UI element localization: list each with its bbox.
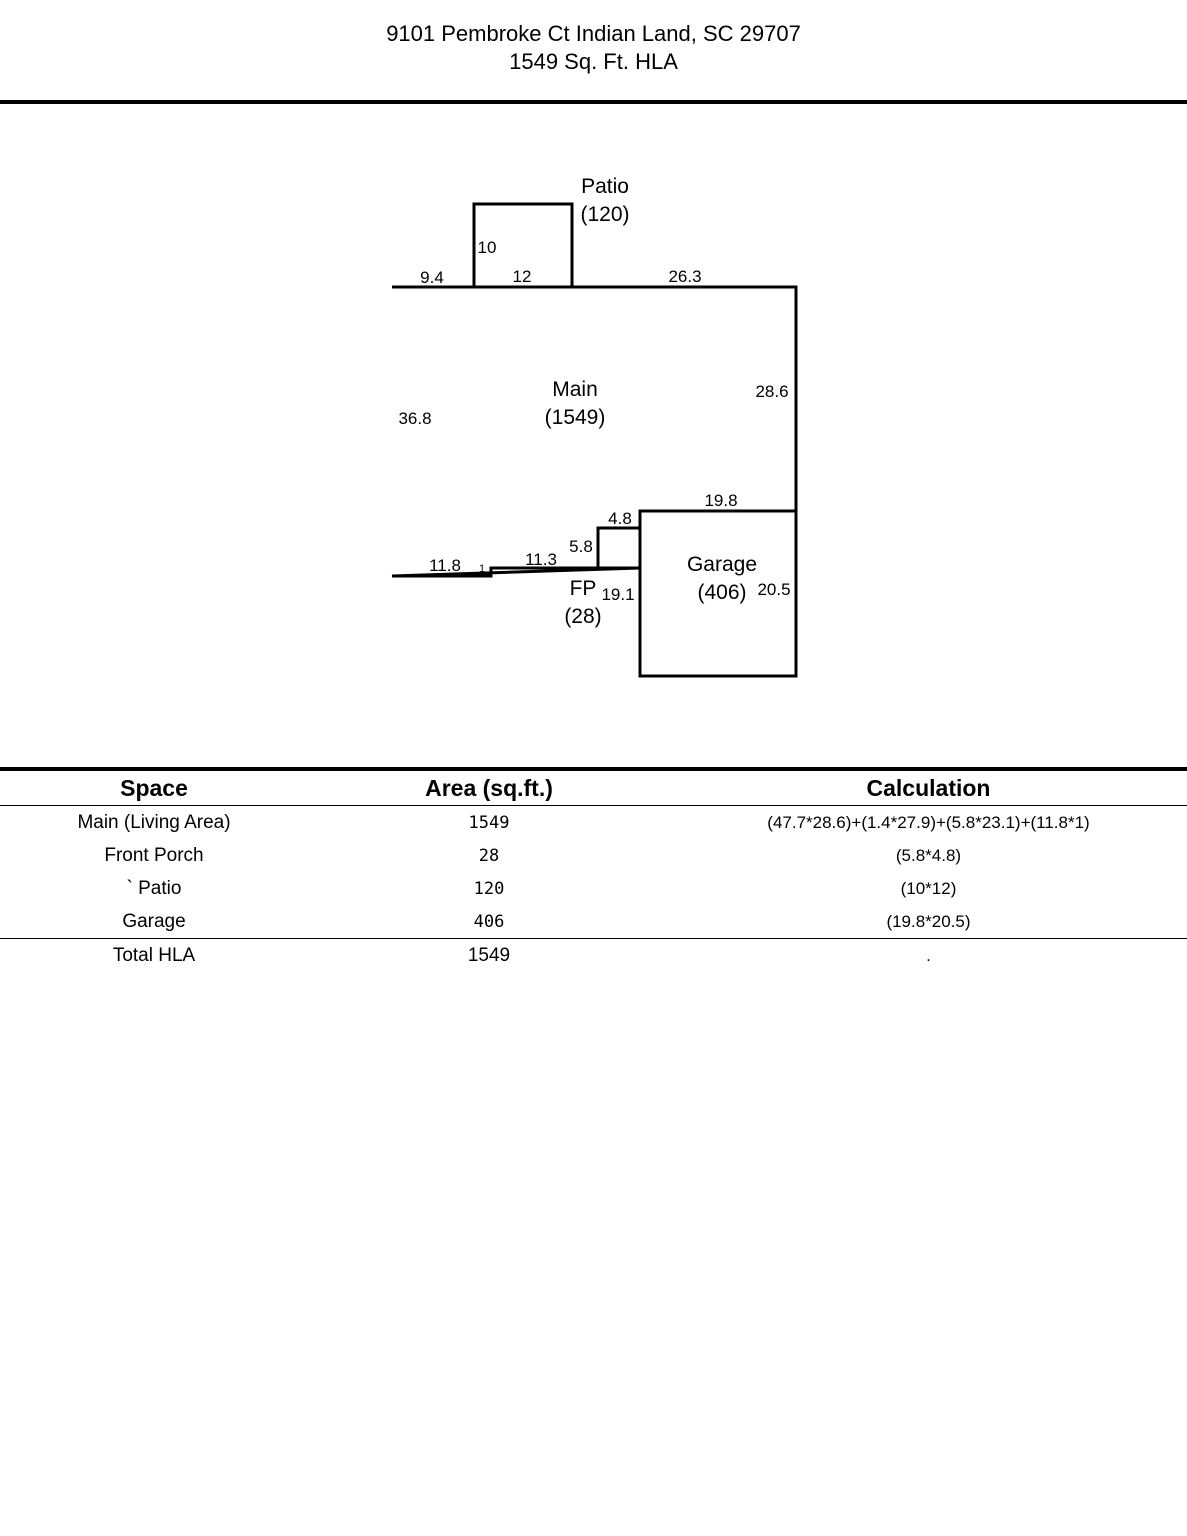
main-outline — [391, 285, 798, 578]
dimension-label: 20.5 — [757, 580, 790, 599]
space-cell: Main (Living Area) — [77, 811, 231, 833]
garage-label: Garage — [687, 553, 757, 576]
table-row: Garage 406 (19.8*20.5) — [0, 905, 1187, 939]
area-cell: 1549 — [468, 812, 510, 833]
table-row: Front Porch 28 (5.8*4.8) — [0, 839, 1187, 872]
patio-label: Patio — [581, 175, 629, 198]
total-label: Total HLA — [112, 944, 196, 966]
front-porch-outline — [596, 526, 640, 568]
floor-plan: Patio (120) Main (1549) Garage (406) FP … — [391, 175, 798, 678]
header-divider — [0, 100, 1187, 104]
area-cell: 406 — [473, 911, 505, 932]
col-header-space: Space — [120, 774, 188, 801]
dimension-label: 11.8 — [429, 556, 461, 575]
page-header: 9101 Pembroke Ct Indian Land, SC 29707 1… — [0, 20, 1187, 76]
dimension-label: 19.1 — [601, 585, 634, 604]
total-row: Total HLA 1549 . — [0, 938, 1187, 973]
calculation-cell: (5.8*4.8) — [895, 845, 962, 865]
space-cell: ` Patio — [126, 877, 182, 899]
area-cell: 120 — [473, 878, 505, 899]
table-header-row: Space Area (sq.ft.) Calculation — [0, 769, 1187, 806]
garage-outline — [638, 509, 798, 678]
col-header-area: Area (sq.ft.) — [425, 774, 553, 801]
dimension-label: 19.8 — [704, 491, 737, 510]
main-label: Main — [552, 378, 598, 401]
dimension-label: 11.3 — [525, 550, 557, 569]
area-table-container: Space Area (sq.ft.) Calculation Main (Li… — [0, 767, 1187, 972]
hla-subtitle: 1549 Sq. Ft. HLA — [509, 49, 678, 74]
total-area: 1549 — [467, 944, 511, 966]
calculation-cell: (19.8*20.5) — [886, 911, 971, 931]
dimension-label: 36.8 — [398, 409, 431, 428]
garage-area: (406) — [697, 581, 746, 604]
patio-area: (120) — [580, 203, 629, 226]
col-header-calculation: Calculation — [866, 774, 991, 801]
area-table: Space Area (sq.ft.) Calculation Main (Li… — [0, 767, 1187, 972]
address-title: 9101 Pembroke Ct Indian Land, SC 29707 — [386, 21, 801, 46]
dimension-label: 1 — [479, 563, 485, 575]
space-cell: Front Porch — [104, 844, 204, 866]
dimension-label: 26.3 — [668, 267, 701, 286]
dimension-label: 12 — [513, 267, 532, 286]
dimension-label: 9.4 — [420, 268, 444, 287]
dimension-label: 5.8 — [569, 537, 593, 556]
patio-outline — [472, 202, 574, 287]
fp-area: (28) — [564, 605, 601, 628]
dimension-label: 10 — [478, 238, 497, 257]
dimension-label: 4.8 — [608, 509, 632, 528]
calculation-cell: (47.7*28.6)+(1.4*27.9)+(5.8*23.1)+(11.8*… — [767, 812, 1090, 832]
calculation-cell: (10*12) — [900, 878, 957, 898]
dimension-label: 28.6 — [755, 382, 788, 401]
area-cell: 28 — [478, 845, 500, 866]
fp-label: FP — [570, 577, 597, 600]
total-calculation: . — [926, 945, 931, 965]
table-row: ` Patio 120 (10*12) — [0, 872, 1187, 905]
space-cell: Garage — [122, 910, 186, 932]
table-row: Main (Living Area) 1549 (47.7*28.6)+(1.4… — [0, 806, 1187, 840]
main-area: (1549) — [545, 406, 606, 429]
